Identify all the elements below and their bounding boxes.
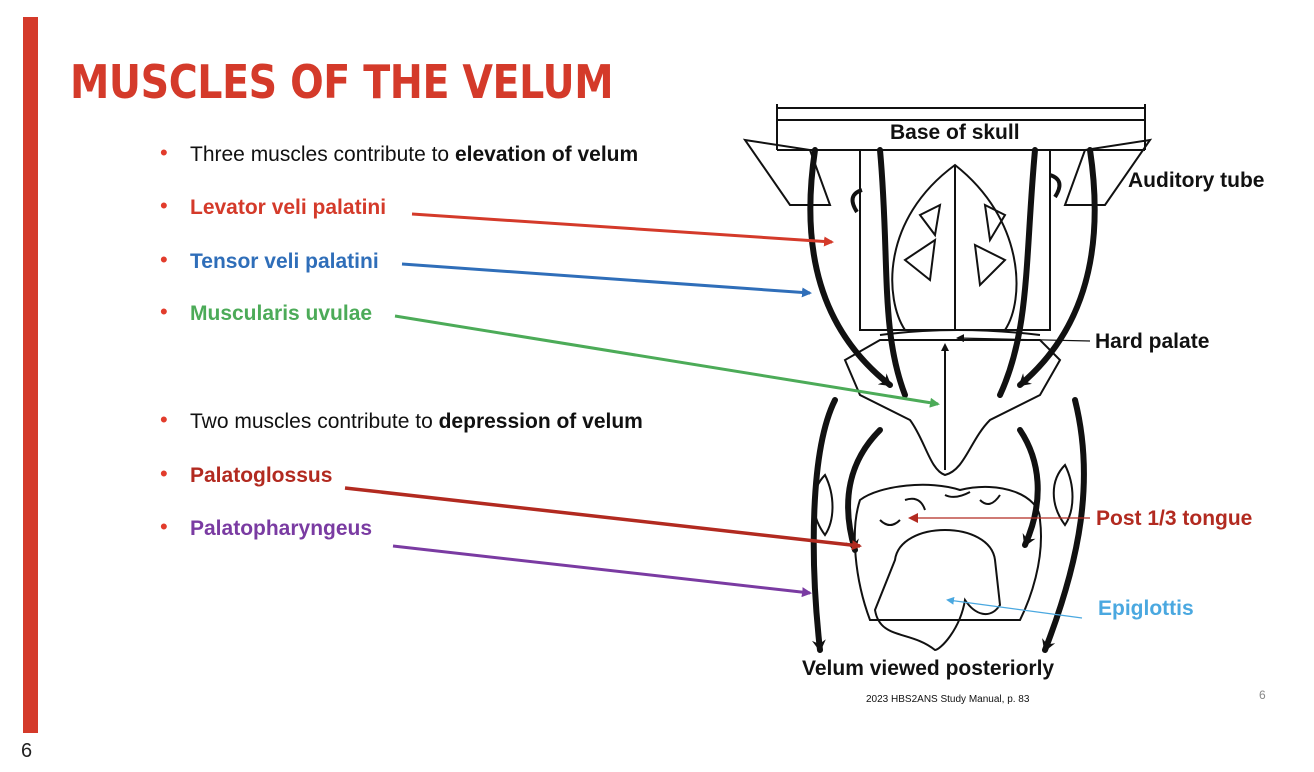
citation: 2023 HBS2ANS Study Manual, p. 83 xyxy=(866,694,1030,705)
page-number: 6 xyxy=(21,740,33,762)
base-of-skull-label: Base of skull xyxy=(888,121,1022,145)
bullet-dot: • xyxy=(160,299,168,324)
muscularis-label: Muscularis uvulae xyxy=(190,302,373,325)
bullet-dot: • xyxy=(160,461,168,486)
epiglottis-label: Epiglottis xyxy=(1098,597,1194,620)
tongue-and-epiglottis xyxy=(853,483,1042,652)
skull-base xyxy=(776,104,1146,151)
bullet-bold: elevation of velum xyxy=(454,143,639,166)
tonsils xyxy=(812,463,1074,537)
epiglottis-pointer xyxy=(946,596,1083,619)
slide-title: MUSCLES OF THE VELUM xyxy=(70,55,614,109)
bullet-text: Two muscles contribute to xyxy=(190,410,439,433)
bullet-text: Three muscles contribute to xyxy=(190,143,455,166)
palatopharyngeus-label: Palatopharyngeus xyxy=(190,517,373,540)
bullet-dot: • xyxy=(160,193,168,218)
auditory-tube-label: Auditory tube xyxy=(1128,169,1265,192)
muscularis-arrow xyxy=(394,314,940,408)
pharyngeal-walls xyxy=(807,147,1098,653)
tensor-label: Tensor veli palatini xyxy=(190,250,379,273)
palatoglossus-arrow xyxy=(344,486,862,551)
bullet-bold: depression of velum xyxy=(438,410,643,433)
palatopharyngeus-arrow xyxy=(392,544,812,598)
bullet-dot: • xyxy=(160,407,168,432)
bullet-dot: • xyxy=(160,140,168,165)
page-number-small: 6 xyxy=(1259,688,1266,702)
diagram-caption: Velum viewed posteriorly xyxy=(802,657,1055,680)
hard-palate-label: Hard palate xyxy=(1095,330,1210,353)
auditory-tubes xyxy=(742,138,1153,214)
bullet-dot: • xyxy=(160,247,168,272)
post-tongue-label: Post 1/3 tongue xyxy=(1096,507,1253,530)
bullet-dot: • xyxy=(160,514,168,539)
palatoglossus-label: Palatoglossus xyxy=(190,464,333,487)
levator-arrow xyxy=(411,212,834,247)
velum-body xyxy=(843,150,1062,477)
accent-bar xyxy=(23,17,38,733)
tensor-arrow xyxy=(401,262,812,298)
levator-label: Levator veli palatini xyxy=(190,196,387,219)
hard-palate-pointer xyxy=(956,334,1091,343)
